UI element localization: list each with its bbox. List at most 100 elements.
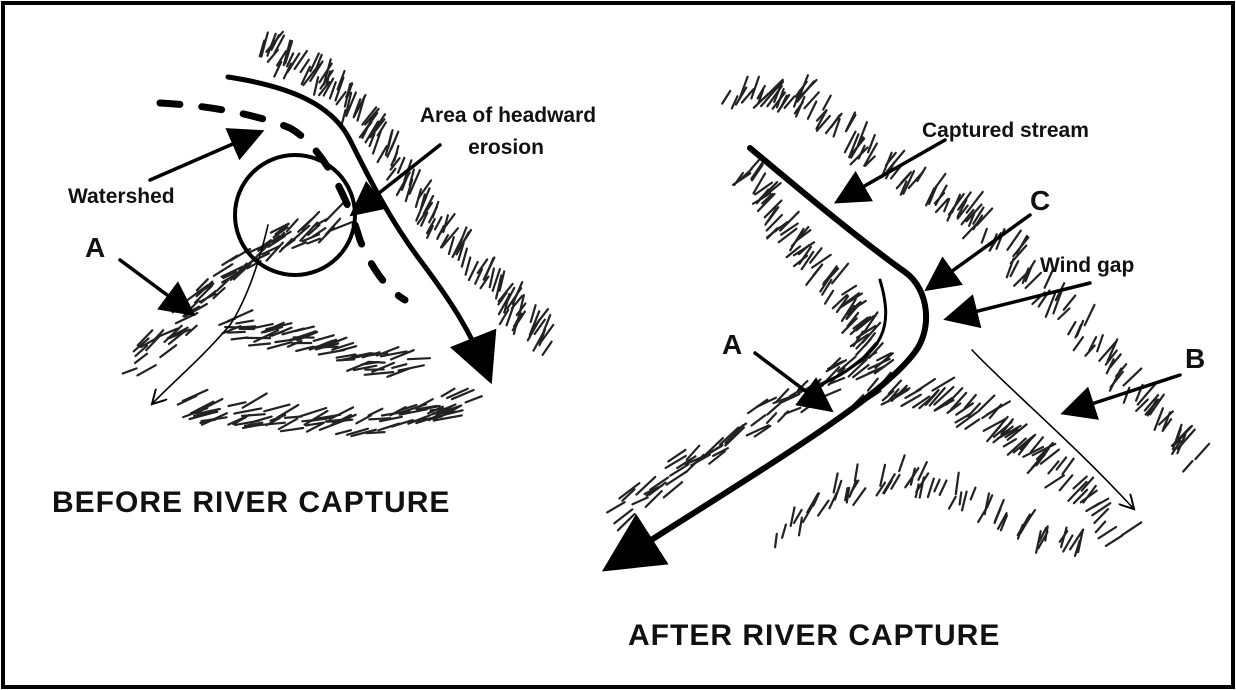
ridge-hatch-stroke <box>834 473 838 492</box>
ridge-hatch-stroke <box>977 209 992 226</box>
ridge-hatch-stroke <box>1068 322 1075 334</box>
ridge-hatch-stroke <box>928 479 934 498</box>
ridge-hatch-stroke <box>845 132 856 153</box>
ridge-hatch-stroke <box>1045 475 1064 487</box>
ridge-hatch-stroke <box>960 492 962 504</box>
ridge-hatch-stroke <box>940 481 947 495</box>
ridge-hatch-stroke <box>1195 444 1209 459</box>
ridge-hatch-stroke <box>365 372 394 375</box>
ridge-hatch-stroke <box>1083 486 1095 503</box>
ridge-hatch-stroke <box>392 364 406 368</box>
watershed-label: Watershed <box>68 185 175 208</box>
ridge-hatch-stroke <box>232 338 248 340</box>
ridge-hatch-stroke <box>469 262 478 280</box>
ridge-hatch-stroke <box>249 344 270 346</box>
ridge-hatch-stroke <box>228 332 245 333</box>
ridge-hatch-stroke <box>722 91 730 104</box>
ridge-hatch-stroke <box>367 432 385 433</box>
watershed-pointer-arrow <box>150 133 258 180</box>
ridge-hatch-stroke <box>372 363 394 372</box>
ridge-hatch-stroke <box>842 286 856 295</box>
ridge-hatch-stroke <box>1124 369 1142 386</box>
ridge-hatch-stroke <box>917 379 935 391</box>
ridge-hatch-stroke <box>1085 305 1095 325</box>
ridge-hatch-stroke <box>203 399 222 409</box>
before-a-label: A <box>85 232 105 263</box>
ridge-hatch-stroke <box>916 484 919 497</box>
ridge-hatch-stroke <box>982 229 987 243</box>
ridge-hatch-stroke <box>234 408 261 413</box>
ridge-hatch-stroke <box>490 269 494 288</box>
ridge-hatch-stroke <box>751 77 759 99</box>
b-pointer-arrow <box>1067 375 1180 412</box>
ridge-hatch-stroke <box>462 249 467 267</box>
ridge-hatch-stroke <box>1122 522 1141 535</box>
area-of-headward-label: Area of headward <box>420 104 596 127</box>
wind-gap-label: Wind gap <box>1040 254 1134 277</box>
ridge-hatch-stroke <box>242 414 265 416</box>
ridge-hatch-stroke <box>264 405 289 412</box>
ridge-hatch-stroke <box>292 242 306 248</box>
ridge-hatch-stroke <box>775 534 777 548</box>
erosion-label: erosion <box>468 136 544 159</box>
after-panel: Captured stream C Wind gap A B AFTER RIV… <box>607 75 1209 652</box>
ridge-hatch-stroke <box>853 488 865 505</box>
ridge-hatch-stroke <box>243 394 267 408</box>
ridge-hatch-stroke <box>1097 335 1103 351</box>
ridge-hatch-stroke <box>618 514 635 530</box>
ridge-hatch-stroke <box>361 362 378 365</box>
ridge-hatch-stroke <box>478 259 488 273</box>
ridge-hatch-stroke <box>607 502 624 512</box>
ridge-hatch-stroke <box>1183 461 1192 471</box>
c-pointer-arrow <box>930 215 1030 287</box>
ridge-hatch-stroke <box>229 402 246 406</box>
ridge-hatch-stroke <box>314 335 334 341</box>
ridge-hatch-stroke <box>965 419 979 428</box>
ridge-hatch-stroke <box>369 409 383 416</box>
ridge-hatch-stroke <box>183 390 208 401</box>
ridge-hatch-stroke <box>667 471 688 485</box>
ridge-hatch-stroke <box>416 189 421 207</box>
ridge-hatch-stroke <box>801 402 815 413</box>
ridge-hatch-stroke <box>275 36 284 53</box>
ridge-hatch-stroke <box>1086 503 1100 511</box>
ridge-hatch-stroke <box>310 62 322 81</box>
ridge-hatch-stroke <box>543 342 552 355</box>
ridge-hatch-stroke <box>1004 439 1016 446</box>
ridge-hatch-stroke <box>962 492 967 511</box>
ridge-hatch-stroke <box>466 258 471 275</box>
ridge-hatch-stroke <box>614 509 632 523</box>
ridge-hatch-stroke <box>342 110 346 124</box>
ridge-hatch-stroke <box>1008 231 1021 250</box>
ridge-hatch-stroke <box>830 493 837 508</box>
ridge-hatch-stroke <box>803 503 814 522</box>
ridge-hatch-stroke <box>1155 408 1163 430</box>
ridge-hatch-stroke <box>949 497 956 509</box>
ridge-hatch-stroke <box>782 525 786 538</box>
ridge-hatch-stroke <box>466 396 482 402</box>
ridge-hatch-stroke <box>823 96 831 110</box>
ridge-hatch-stroke <box>850 481 857 497</box>
ridge-hatch-stroke <box>805 92 819 108</box>
captured-stream-river <box>612 148 926 565</box>
ridge-hatch-stroke <box>818 501 828 516</box>
ridge-hatch-stroke <box>847 113 855 130</box>
headward-erosion-circle <box>235 155 355 275</box>
after-a-label: A <box>722 329 742 360</box>
ridge-hatch-stroke <box>160 345 176 357</box>
ridge-hatch-stroke <box>236 321 253 324</box>
ridge-hatch-stroke <box>978 507 987 522</box>
ridge-hatch-stroke <box>995 509 1001 523</box>
ridge-hatch-stroke <box>934 480 939 492</box>
ridge-hatch-stroke <box>240 326 255 327</box>
after-b-label: B <box>1185 343 1205 374</box>
ridge-hatch-stroke <box>137 365 155 375</box>
ridge-hatch-stroke <box>668 450 685 462</box>
ridge-hatch-stroke <box>1110 369 1121 391</box>
ridge-hatch-stroke <box>123 368 137 373</box>
before-caption: BEFORE RIVER CAPTURE <box>52 486 450 519</box>
ridge-hatch-stroke <box>435 217 442 229</box>
ridge-hatch-stroke <box>1099 342 1116 361</box>
ridge-hatch-stroke <box>935 193 944 203</box>
ridge-hatch-stroke <box>408 358 430 359</box>
